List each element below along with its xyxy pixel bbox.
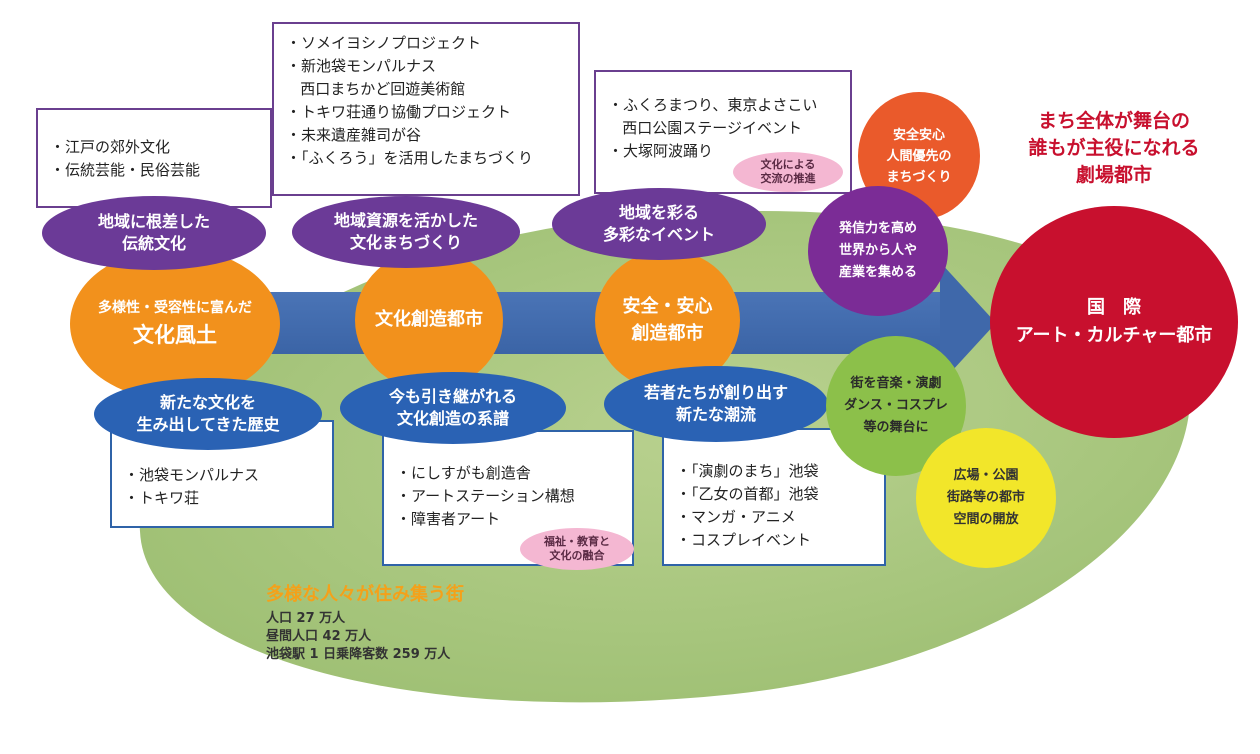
bullet-item: ・伝統芸能・民俗芸能 <box>50 161 201 179</box>
culture-climate-title: 文化風土 <box>133 323 217 347</box>
bullet-item: ・池袋モンパルナス <box>124 466 260 484</box>
population-daytime: 昼間人口 42 万人 <box>266 629 372 644</box>
bullet-item: ・未来遺産雑司が谷 <box>286 126 422 144</box>
bullet-item: ・コスプレイベント <box>676 531 812 549</box>
bullet-item: ・ふくろまつり、東京よさこい <box>608 96 818 114</box>
bullet-item: ・トキワ荘 <box>124 489 200 507</box>
pill-cultural-exchange: 文化による 交流の推進 <box>733 152 843 192</box>
theater-city-headline: まち全体が舞台の 誰もが主役になれる 劇場都市 <box>1028 110 1200 186</box>
bullet-item: ・マンガ・アニメ <box>676 508 796 526</box>
bullet-item: 西口まちかど回遊美術館 <box>286 80 466 98</box>
ellipse-resource-town-planning: 地域資源を活かした 文化まちづくり <box>292 196 520 268</box>
population-stats: 人口 27 万人 昼間人口 42 万人 池袋駅 1 日乗降客数 259 万人 <box>266 610 450 664</box>
pill-welfare-education: 福祉・教育と 文化の融合 <box>520 528 634 570</box>
circle-culture-climate: 多様性・受容性に富んだ 文化風土 <box>70 248 280 400</box>
bullet-item: 西口公園ステージイベント <box>608 119 803 137</box>
bullet-item: ・にしすがも創造舎 <box>396 464 531 482</box>
bullet-item: ・「演劇のまち」池袋 <box>676 462 819 480</box>
box-somei-projects: ・ソメイヨシノプロジェクト・新池袋モンパルナス 西口まちかど回遊美術館・トキワ荘… <box>272 22 580 196</box>
bullet-item: ・江戸の郊外文化 <box>50 138 171 156</box>
circle-global-attraction: 発信力を高め 世界から人や 産業を集める <box>808 186 948 316</box>
ellipse-rooted-tradition: 地域に根差した 伝統文化 <box>42 196 266 270</box>
bullet-item: ・アートステーション構想 <box>396 487 575 505</box>
bullet-item: ・ソメイヨシノプロジェクト <box>286 34 482 52</box>
bullet-item: ・障害者アート <box>396 510 501 528</box>
diverse-city-title: 多様な人々が住み集う街 <box>266 584 464 605</box>
bullet-item: ・「乙女の首都」池袋 <box>676 485 819 503</box>
ellipse-colorful-events: 地域を彩る 多彩なイベント <box>552 188 766 260</box>
culture-climate-subtitle: 多様性・受容性に富んだ <box>98 300 252 316</box>
box-edo-culture: ・江戸の郊外文化・伝統芸能・民俗芸能 <box>36 108 272 208</box>
ellipse-creative-lineage: 今も引き継がれる 文化創造の系譜 <box>340 372 566 444</box>
circle-international-art-culture-city: 国 際 アート・カルチャー都市 <box>990 206 1238 438</box>
ellipse-youth-trends: 若者たちが創り出す 新たな潮流 <box>604 366 828 442</box>
bullet-item: ・「ふくろう」を活用したまちづくり <box>286 149 534 167</box>
circle-open-public-space: 広場・公園 街路等の都市 空間の開放 <box>916 428 1056 568</box>
bullet-item: ・新池袋モンパルナス <box>286 57 437 75</box>
ellipse-new-culture-history: 新たな文化を 生み出してきた歴史 <box>94 378 322 450</box>
progress-arrow-shaft <box>210 292 950 354</box>
station-passengers: 池袋駅 1 日乗降客数 259 万人 <box>266 647 451 662</box>
circle-culture-creative-city: 文化創造都市 <box>355 250 503 390</box>
population-total: 人口 27 万人 <box>266 611 346 626</box>
bullet-item: ・トキワ荘通り協働プロジェクト <box>286 103 512 121</box>
bullet-item: ・大塚阿波踊り <box>608 142 714 160</box>
